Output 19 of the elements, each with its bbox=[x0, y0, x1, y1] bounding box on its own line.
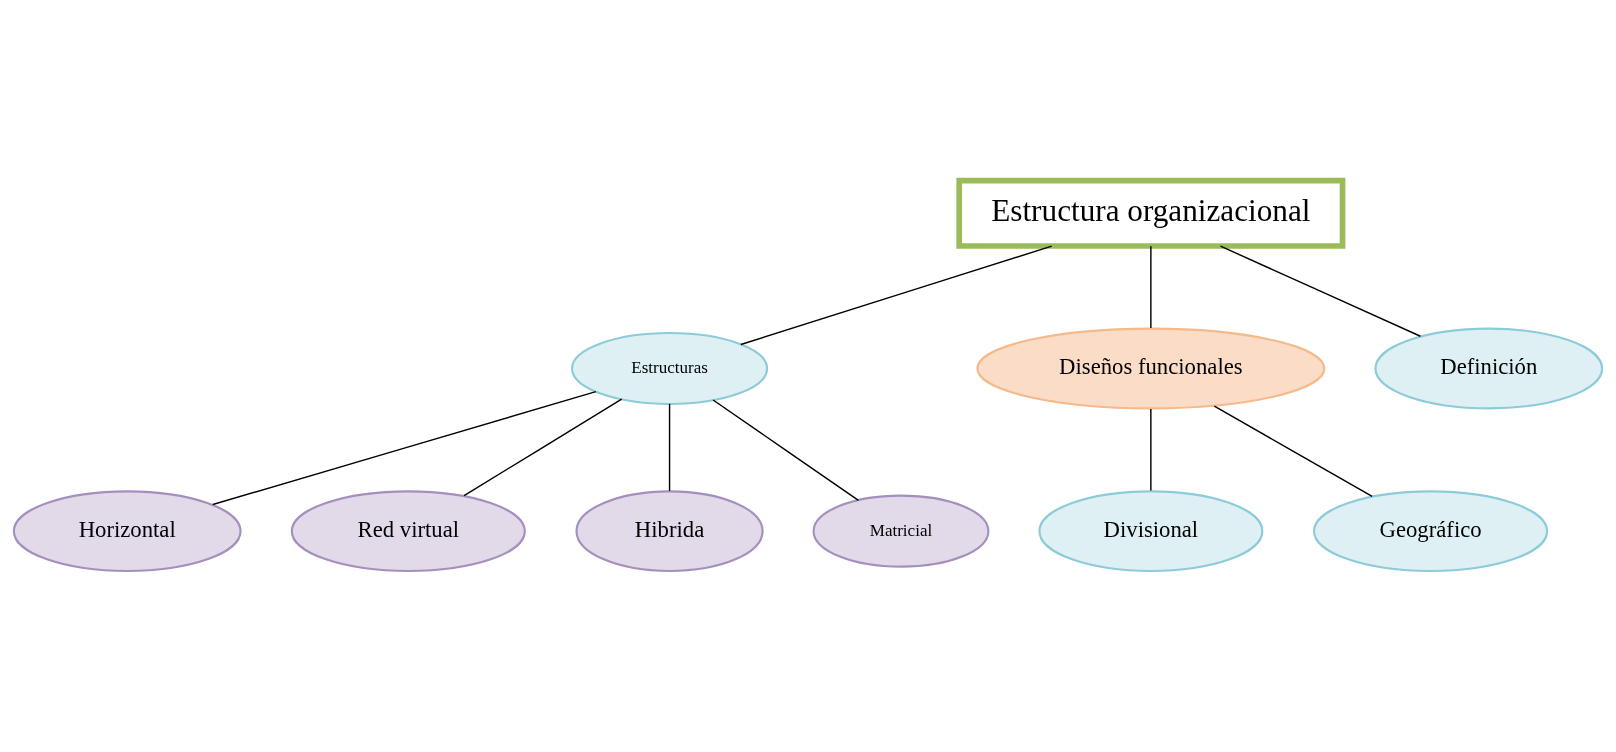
connector bbox=[1213, 405, 1373, 498]
node-ellipse: Red virtual bbox=[290, 490, 526, 573]
node-ellipse: Hibrida bbox=[575, 490, 764, 573]
node-ellipse: Geográfico bbox=[1313, 490, 1549, 573]
connector bbox=[1219, 245, 1422, 337]
connector bbox=[1150, 408, 1152, 492]
node-ellipse: Diseños funcionales bbox=[976, 327, 1326, 410]
connector bbox=[212, 390, 597, 506]
node-ellipse: Horizontal bbox=[12, 490, 242, 573]
node-ellipse: Divisional bbox=[1038, 490, 1264, 573]
node-ellipse: Estructuras bbox=[571, 331, 769, 406]
node-ellipse: Definición bbox=[1374, 327, 1604, 410]
connector bbox=[463, 398, 623, 497]
connector bbox=[668, 403, 671, 492]
connector bbox=[740, 245, 1053, 346]
node-box: Estructura organizacional bbox=[956, 177, 1346, 249]
connector bbox=[712, 399, 860, 502]
connector bbox=[1150, 245, 1152, 329]
node-ellipse: Matricial bbox=[812, 494, 990, 568]
